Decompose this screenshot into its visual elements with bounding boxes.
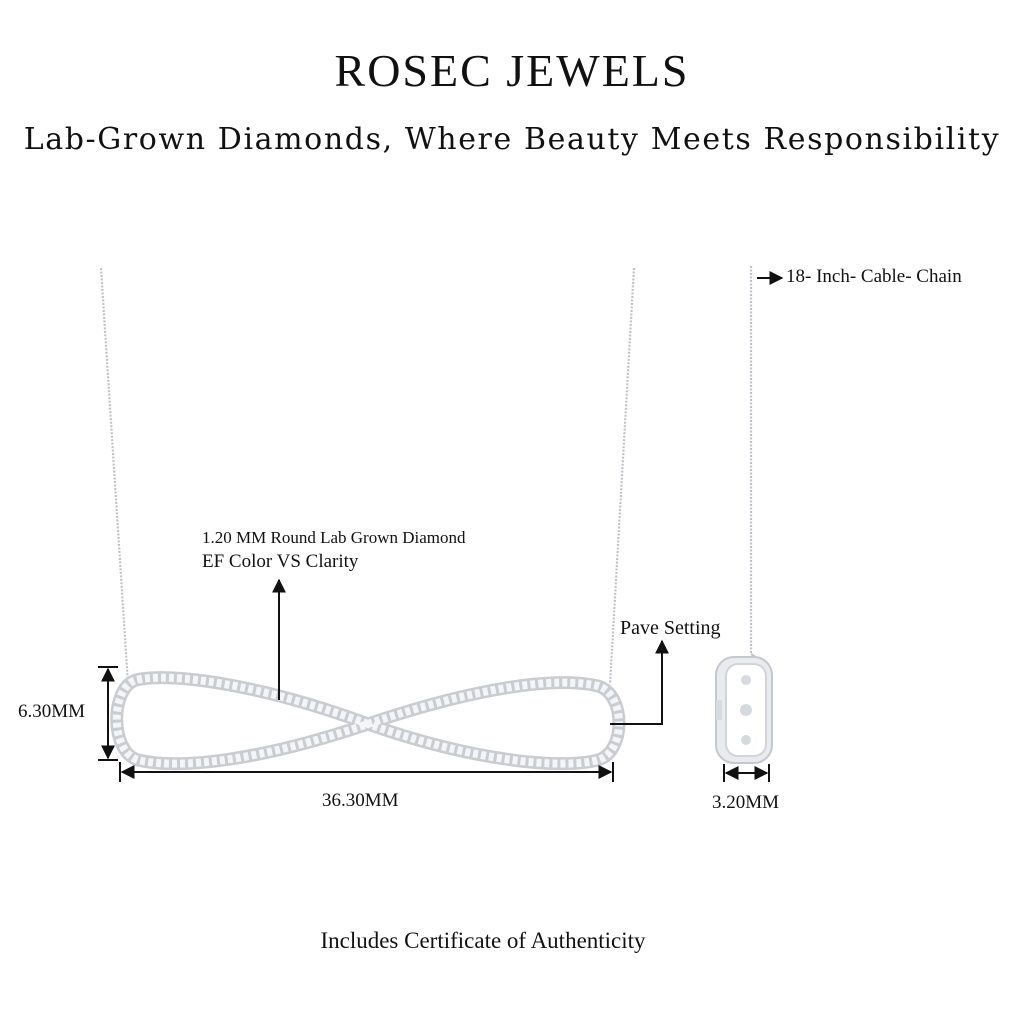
height-dimension-label: 6.30MM	[18, 701, 86, 722]
diamond-grade-label: EF Color VS Clarity	[202, 551, 359, 572]
setting-label: Pave Setting	[620, 617, 721, 639]
side-dimension-label: 3.20MM	[712, 792, 780, 813]
tagline: Lab-Grown Diamonds, Where Beauty Meets R…	[23, 122, 1001, 157]
height-dimension-line	[98, 666, 118, 761]
certificate-note: Includes Certificate of Authenticity	[320, 928, 646, 953]
width-dimension-line	[119, 762, 614, 782]
infinity-pendant	[110, 671, 626, 771]
pave-callout-arrow	[610, 639, 669, 725]
side-pendant	[715, 266, 773, 764]
diamond-spec-label: 1.20 MM Round Lab Grown Diamond	[202, 528, 466, 547]
brand-title: ROSEC JEWELS	[334, 45, 690, 96]
chain-label: 18- Inch- Cable- Chain	[786, 266, 962, 287]
side-dimension-line	[723, 764, 770, 782]
front-chain	[99, 267, 636, 685]
width-dimension-label: 36.30MM	[322, 790, 399, 811]
